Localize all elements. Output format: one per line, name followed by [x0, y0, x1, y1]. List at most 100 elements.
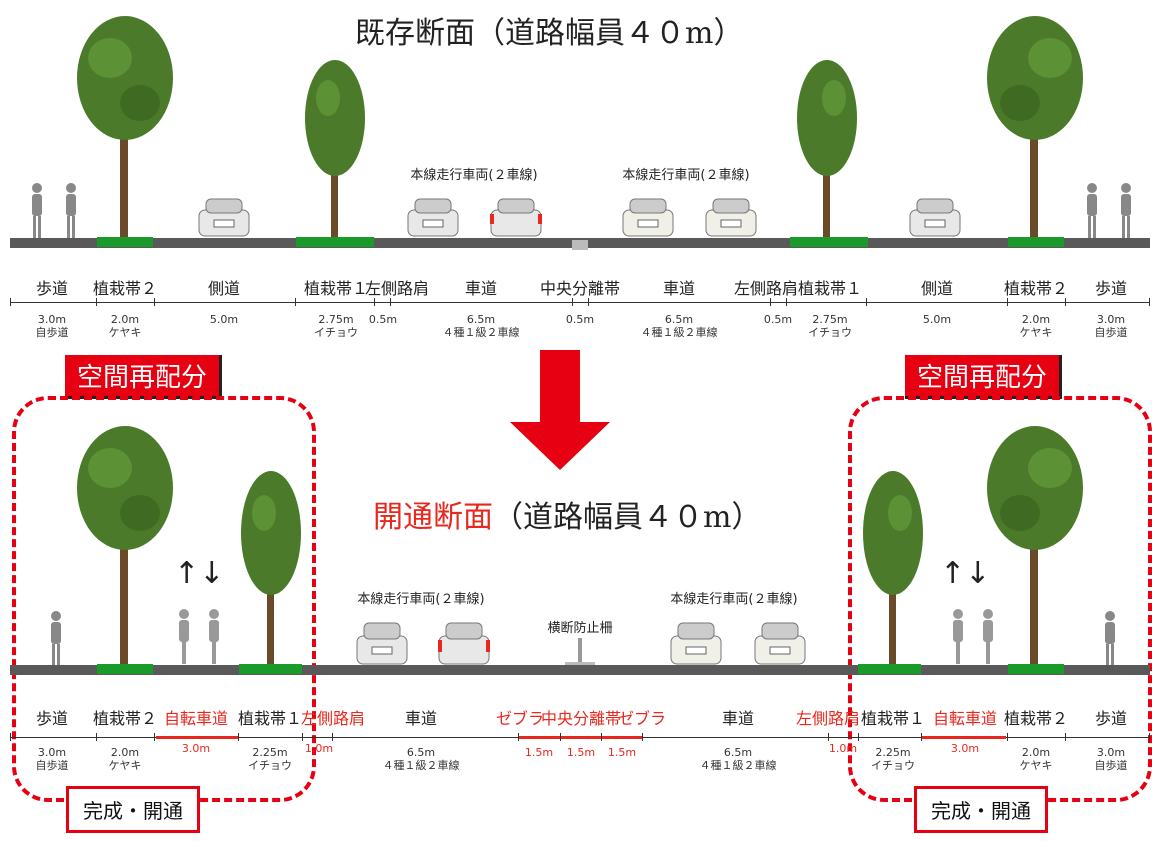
- top-seg-label: 植栽帯１: [797, 279, 863, 298]
- down-arrow-icon: [510, 350, 610, 470]
- top-seg-dim: 0.5m: [763, 313, 793, 326]
- bottom-tree-right-ginkgo: [863, 471, 923, 668]
- top-title: 既存断面（道路幅員４０m）: [355, 16, 744, 51]
- dim-tick: [154, 298, 155, 306]
- bike-direction-arrows-left: ↑↓: [174, 556, 225, 591]
- bottom-planting-1-right: [858, 664, 921, 674]
- dim-tick: [295, 298, 296, 306]
- dim-tick: [786, 298, 787, 306]
- bottom-seg-label: 歩道: [1094, 709, 1128, 728]
- bottom-seg-dim: 1.0m: [828, 742, 858, 755]
- top-seg-dim: 0.5m: [368, 313, 398, 326]
- bottom-seg-label: 植栽帯１: [237, 709, 303, 728]
- dim-tick: [238, 733, 239, 741]
- bottom-seg-label: 自転車道: [163, 709, 229, 728]
- bottom-car-lane2-a: [670, 622, 722, 665]
- bottom-lane-label-left: 本線走行車両(２車線): [357, 592, 485, 607]
- top-seg-label: 左側路肩: [733, 279, 799, 298]
- dim-tick: [560, 733, 561, 741]
- bottom-seg-label: 車道: [721, 709, 755, 728]
- top-seg-dim: 5.0m: [209, 313, 239, 326]
- bottom-pedestrian-left: [51, 611, 61, 666]
- bottom-title-red: 開通断面: [373, 500, 493, 535]
- bottom-planting-2-right: [1008, 664, 1064, 674]
- bottom-seg-label: 植栽帯２: [92, 709, 158, 728]
- bottom-title-rest: （道路幅員４０m）: [493, 500, 762, 535]
- bottom-seg-label: 車道: [404, 709, 438, 728]
- bottom-planting-2-left: [97, 664, 153, 674]
- dim-tick: [96, 733, 97, 741]
- top-lane-label-right: 本線走行車両(２車線): [622, 168, 750, 183]
- top-seg-label: 歩道: [35, 279, 69, 298]
- dim-tick: [1065, 733, 1066, 741]
- dim-tick: [770, 298, 771, 306]
- bottom-seg-dim: 1.5m: [524, 746, 554, 759]
- top-seg-label: 歩道: [1094, 279, 1128, 298]
- top-car-side-left: [198, 198, 250, 237]
- bottom-seg-dim: 1.0m: [304, 742, 334, 755]
- bottom-seg-label: 植栽帯２: [1003, 709, 1069, 728]
- top-seg-dim: 5.0m: [922, 313, 952, 326]
- top-car-lane2-a: [622, 198, 674, 237]
- bottom-seg-dim: 1.5m: [566, 746, 596, 759]
- top-seg-label: 中央分離帯: [539, 279, 621, 298]
- dim-tick: [390, 298, 391, 306]
- top-seg-label: 側道: [920, 279, 954, 298]
- dim-tick: [1149, 298, 1150, 306]
- top-seg-dim: 0.5m: [565, 313, 595, 326]
- top-planting-2-right: [1008, 237, 1064, 247]
- top-lane-label-left: 本線走行車両(２車線): [410, 168, 538, 183]
- top-car-lane1-b: [490, 198, 542, 237]
- bike-lane-dim-left: [156, 736, 238, 739]
- top-planting-2-left: [97, 237, 153, 247]
- bottom-seg-label: ゼブラ: [617, 709, 667, 728]
- top-tree-left-large: [77, 16, 173, 238]
- complete-badge-right: 完成・開通: [914, 786, 1048, 833]
- dim-tick: [302, 733, 303, 741]
- top-pedestrians-right: [1087, 183, 1131, 238]
- dim-tick: [10, 298, 11, 306]
- bottom-cyclists-right: [953, 609, 993, 664]
- top-seg-label: 左側路肩: [364, 279, 430, 298]
- bottom-seg-label: 中央分離帯: [540, 709, 622, 728]
- median-fence-icon: [565, 638, 595, 668]
- top-pedestrians-left: [32, 183, 76, 238]
- dim-tick: [518, 733, 519, 741]
- dim-tick: [828, 733, 829, 741]
- dim-tick: [572, 298, 573, 306]
- top-tree-right-ginkgo: [797, 60, 857, 238]
- bottom-seg-dim: 3.0m: [181, 742, 211, 755]
- bottom-car-lane1-a: [356, 622, 408, 665]
- bike-lane-dim-right: [922, 736, 1006, 739]
- top-seg-label: 植栽帯１: [303, 279, 369, 298]
- dim-tick: [921, 733, 922, 741]
- bottom-seg-label: 歩道: [35, 709, 69, 728]
- dim-tick: [10, 733, 11, 741]
- dim-tick: [1149, 733, 1150, 741]
- dim-tick: [642, 733, 643, 741]
- bottom-tree-left-ginkgo: [241, 471, 301, 668]
- bottom-car-lane1-b: [438, 622, 490, 665]
- bottom-seg-label: ゼブラ: [495, 709, 545, 728]
- bottom-title: 開通断面（道路幅員４０m）: [373, 492, 761, 536]
- top-car-side-right: [909, 198, 961, 237]
- bottom-seg-dim: 3.0m: [950, 742, 980, 755]
- zebra-dim: [518, 736, 642, 739]
- top-seg-label: 植栽帯２: [92, 279, 158, 298]
- top-seg-label: 側道: [207, 279, 241, 298]
- bottom-seg-label: 植栽帯１: [860, 709, 926, 728]
- bottom-tree-left-large: [77, 426, 173, 668]
